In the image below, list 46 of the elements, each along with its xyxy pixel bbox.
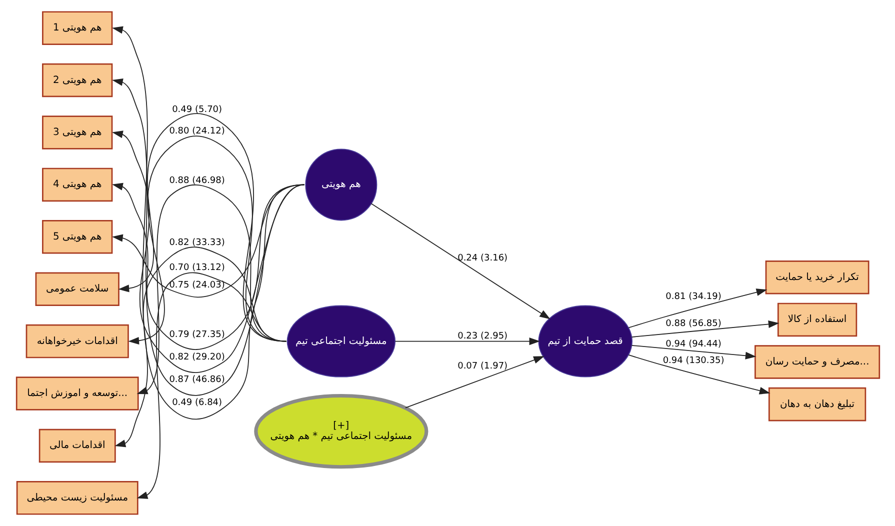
- edge-label: 0.81 (34.19): [665, 292, 721, 302]
- node-circle: هم هویتی: [304, 148, 377, 221]
- edge-label: 0.79 (27.35): [168, 330, 224, 340]
- node-box: استفاده از کالا: [776, 302, 857, 337]
- edge-label: 0.75 (24.03): [168, 280, 224, 290]
- edge-label: 0.82 (29.20): [168, 352, 224, 362]
- node-box: مصرف و حمایت رسان...: [754, 345, 880, 379]
- arrow: [114, 246, 286, 448]
- edge-label: 0.70 (13.12): [168, 263, 224, 274]
- edge-label: 0.49 (5.70): [172, 104, 222, 115]
- arrow: [630, 344, 756, 360]
- node-box: اقدامات مالی: [38, 428, 116, 463]
- node-box: هم هویتی 3: [42, 116, 112, 150]
- edge-label: 0.94 (94.44): [665, 340, 721, 350]
- arrow: [112, 184, 304, 298]
- node-box: هم هویتی 1: [42, 11, 112, 45]
- node-ellipse: [+] مسئولیت اجتماعی تیم * هم هویتی: [254, 394, 428, 469]
- node-box: توسعه و اموزش اجتما...: [15, 376, 138, 410]
- arrow: [370, 203, 550, 320]
- arrow: [112, 182, 304, 350]
- edge-label: 0.94 (130.35): [662, 356, 724, 366]
- node-box: مسئولیت زیست محیطی: [16, 481, 138, 515]
- edge-label: 0.24 (3.16): [457, 253, 508, 264]
- node-box: هم هویتی 4: [42, 168, 112, 202]
- arrow: [394, 338, 540, 346]
- edge-label: 0.88 (56.85): [665, 319, 721, 330]
- node-box: اقدامات خیرخواهانه: [25, 324, 128, 358]
- edge-label: 0.49 (6.84): [172, 398, 222, 408]
- node-ellipse: مسئولیت اجتماعی تیم: [286, 305, 396, 378]
- arrow: [628, 354, 770, 394]
- arrow: [112, 26, 304, 420]
- node-box: هم هویتی 2: [42, 63, 112, 98]
- arrow: [112, 130, 304, 373]
- node-box: سلامت عمومی: [34, 272, 119, 306]
- arrow: [404, 356, 544, 408]
- edge-label: 0.87 (46.86): [168, 374, 224, 385]
- edge-label: 0.82 (33.33): [168, 238, 224, 248]
- edge-label: 0.80 (24.12): [168, 126, 224, 136]
- node-box: تکرار خرید یا حمایت: [764, 260, 869, 294]
- edge-label: 0.07 (1.97): [457, 361, 508, 372]
- arrow: [630, 320, 779, 338]
- arrow: [628, 288, 767, 328]
- edge-label: 0.23 (2.95): [457, 332, 508, 342]
- edge-label: 0.88 (46.98): [168, 176, 224, 186]
- node-box: تبلیغ دهان به دهان: [768, 387, 866, 422]
- node-box: هم هویتی 5: [42, 220, 112, 254]
